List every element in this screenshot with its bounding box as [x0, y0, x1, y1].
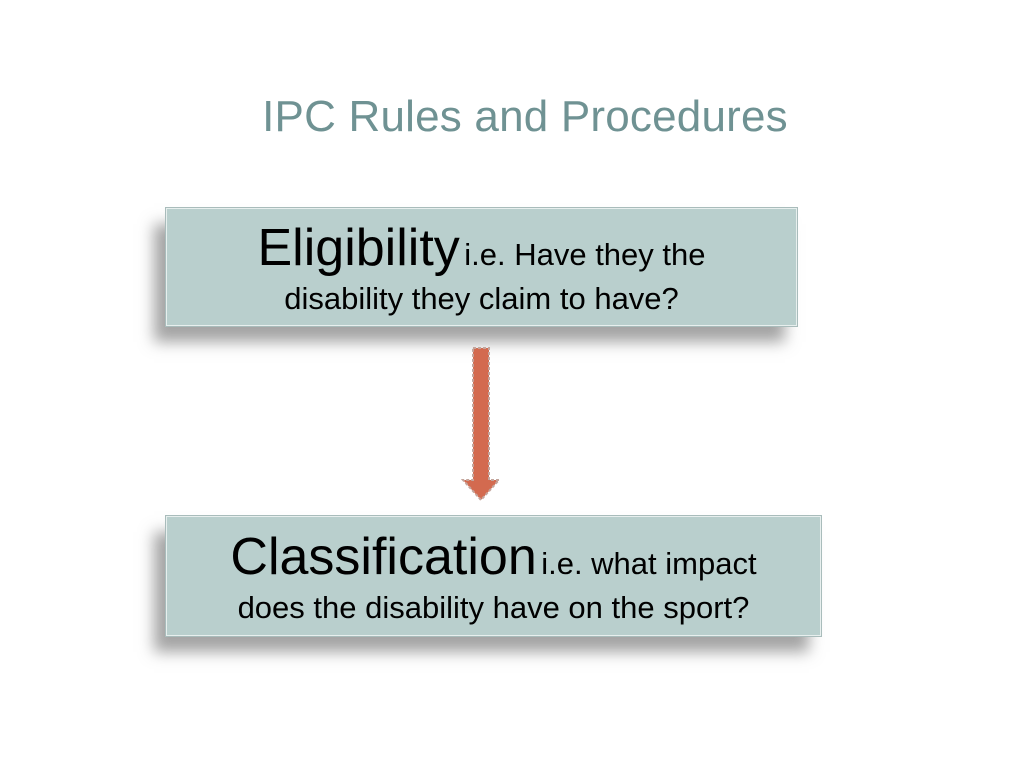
eligibility-heading: Eligibility — [257, 219, 460, 278]
eligibility-description-first: i.e. Have they the — [464, 237, 706, 273]
classification-box: Classification i.e. what impact does the… — [165, 515, 822, 637]
classification-description-first: i.e. what impact — [541, 546, 757, 582]
slide-title: IPC Rules and Procedures — [262, 92, 788, 141]
down-arrow-svg — [460, 347, 502, 502]
classification-description-second: does the disability have on the sport? — [237, 589, 750, 625]
eligibility-description-second: disability they claim to have? — [284, 280, 679, 316]
down-arrow-icon — [460, 346, 502, 502]
classification-heading: Classification — [230, 528, 537, 587]
eligibility-text: Eligibility i.e. Have they the disabilit… — [228, 217, 736, 317]
eligibility-box: Eligibility i.e. Have they the disabilit… — [165, 207, 798, 327]
classification-text: Classification i.e. what impact does the… — [200, 526, 786, 626]
